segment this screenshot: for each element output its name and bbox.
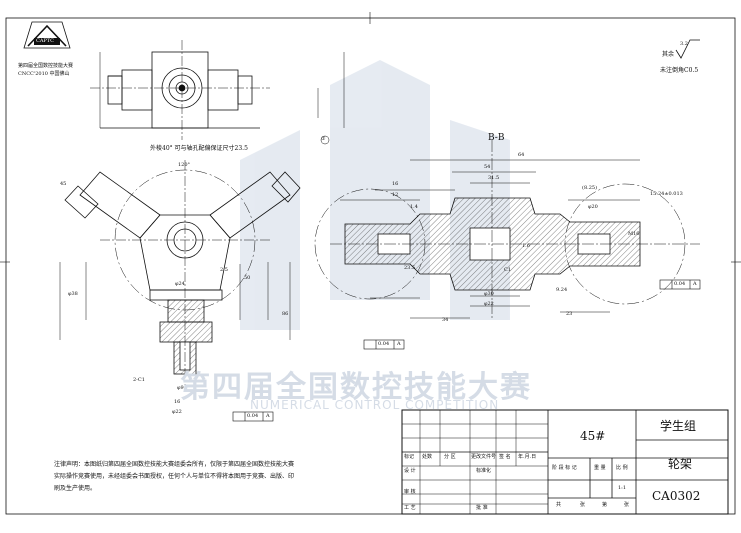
disclaimer-line2: 实际操作竞赛使用，未经组委会书面授权，任何个人与单位不得将本图用于竞赛、出版、印 (54, 473, 295, 480)
front-view (59, 160, 301, 390)
tb-row2-c3: 标准化 (476, 468, 492, 474)
tol-left-value: 0.04 (378, 341, 390, 347)
section-label: B-B (488, 133, 505, 143)
part-name: 轮架 (668, 457, 693, 471)
tb-sheets-unit2: 张 (624, 502, 630, 508)
tb-row4-c1: 工 艺 (404, 505, 416, 511)
tolerance-frame-section-right (659, 279, 701, 290)
dim-phi24: φ24 (175, 281, 185, 287)
tb-row1-c6: 年.月.日 (518, 454, 537, 460)
dim-c1: C1 (504, 267, 512, 273)
outer-frame (5, 17, 736, 515)
dim-2-c1: 2-C1 (133, 377, 145, 383)
dim-phi38: φ38 (68, 291, 78, 297)
logo-caption-line2: CNCC'2010 中国佛山 (18, 71, 70, 77)
dim-54: 54 (484, 164, 491, 170)
dim-45: 45 (60, 181, 67, 187)
group-label: 学生组 (660, 419, 697, 433)
dim-8-25: (8.25) (582, 185, 598, 191)
tol-right-value: 0.04 (674, 281, 686, 287)
drawing-number: CA0302 (652, 489, 701, 503)
material-label: 45# (580, 429, 606, 443)
roughness-symbol (675, 39, 700, 59)
dim-15-24: 15.24±0.013 (650, 191, 683, 197)
datum-marker: ① (321, 136, 326, 142)
angle-note: 外棱40° 可与轴孔配偏保证尺寸23.5 (150, 145, 248, 152)
tolerance-frame-front (232, 411, 274, 422)
tb-row2-c1: 设 计 (404, 468, 416, 474)
dim-phi22-section: φ22 (484, 301, 494, 307)
title-block (401, 409, 729, 515)
tb-row1-c3: 分 区 (444, 454, 456, 460)
tb-row1-c1: 标记 (404, 454, 415, 460)
tb-stage-label: 阶 段 标 记 (552, 465, 577, 471)
logo-wordmark: CAPTC (36, 38, 54, 44)
dim-23-5: 23.5 (404, 265, 416, 271)
dim-23: 23 (566, 311, 573, 317)
dim-34: 34 (442, 317, 449, 323)
watermark-text-cn: 第四届全国数控技能大赛 (180, 370, 532, 405)
logo-caption-line1: 第四届全国数控技能大赛 (18, 63, 74, 69)
tolerance-frame-section-left (363, 339, 405, 350)
dim-phi16: 16 (174, 399, 181, 405)
tb-row3-c1: 审 核 (404, 489, 416, 495)
dim-1-4: 1.4 (410, 204, 418, 210)
dim-phi22: φ22 (172, 409, 182, 415)
dim-120: 120° (178, 162, 191, 168)
tb-sheets-total: 共 (556, 502, 562, 508)
tol-right-datum: A (693, 281, 697, 287)
tb-row1-c5: 签 名 (499, 454, 511, 460)
dim-2-5: 2.5 (220, 267, 228, 273)
dim-phi9: φ9 (177, 385, 184, 391)
scale-value: 1:1 (618, 485, 627, 491)
dim-86: 86 (282, 311, 289, 317)
tb-scale-label: 比 例 (616, 465, 628, 471)
tol-front-value: 0.04 (247, 413, 259, 419)
disclaimer-line1: 注律声明：本图纸归第四届全国数控技能大赛组委会所有，仅限于第四届全国数控技能大赛 (54, 461, 295, 468)
tb-row4-c3: 批 准 (476, 505, 488, 511)
tol-left-datum: A (397, 341, 401, 347)
logo (23, 21, 71, 49)
dim-1-6: 1.6 (522, 243, 530, 249)
dim-16: 16 (392, 181, 399, 187)
dim-31-5: 31.5 (488, 175, 500, 181)
disclaimer-line3: 刷及生产使用。 (54, 485, 97, 492)
watermark-text-en: NUMERICAL CONTROL COMPETITION (250, 398, 500, 412)
dim-phi20: φ20 (588, 204, 598, 210)
dim-50: 50 (244, 275, 251, 281)
roughness-value: 3.2 (680, 41, 688, 47)
dim-12: 12 (392, 192, 399, 198)
dim-m16: M16 (628, 231, 640, 237)
tb-row1-c2: 处数 (422, 454, 433, 460)
tb-sheets-no: 第 (602, 502, 608, 508)
section-view (314, 140, 700, 320)
tb-row1-c4: 更改文件号 (471, 454, 497, 460)
top-view-dims (317, 52, 345, 145)
dim-phi30: φ30 (484, 291, 494, 297)
roughness-prefix: 其余 (662, 51, 675, 58)
tb-weight-label: 重 量 (594, 465, 606, 471)
tb-sheets-unit1: 张 (580, 502, 586, 508)
chamfer-note: 未注倒角C0.5 (660, 67, 699, 74)
top-view (90, 40, 270, 140)
dim-9-24: 9.24 (556, 287, 568, 293)
dim-64: 64 (518, 152, 525, 158)
tol-front-datum: A (266, 413, 270, 419)
